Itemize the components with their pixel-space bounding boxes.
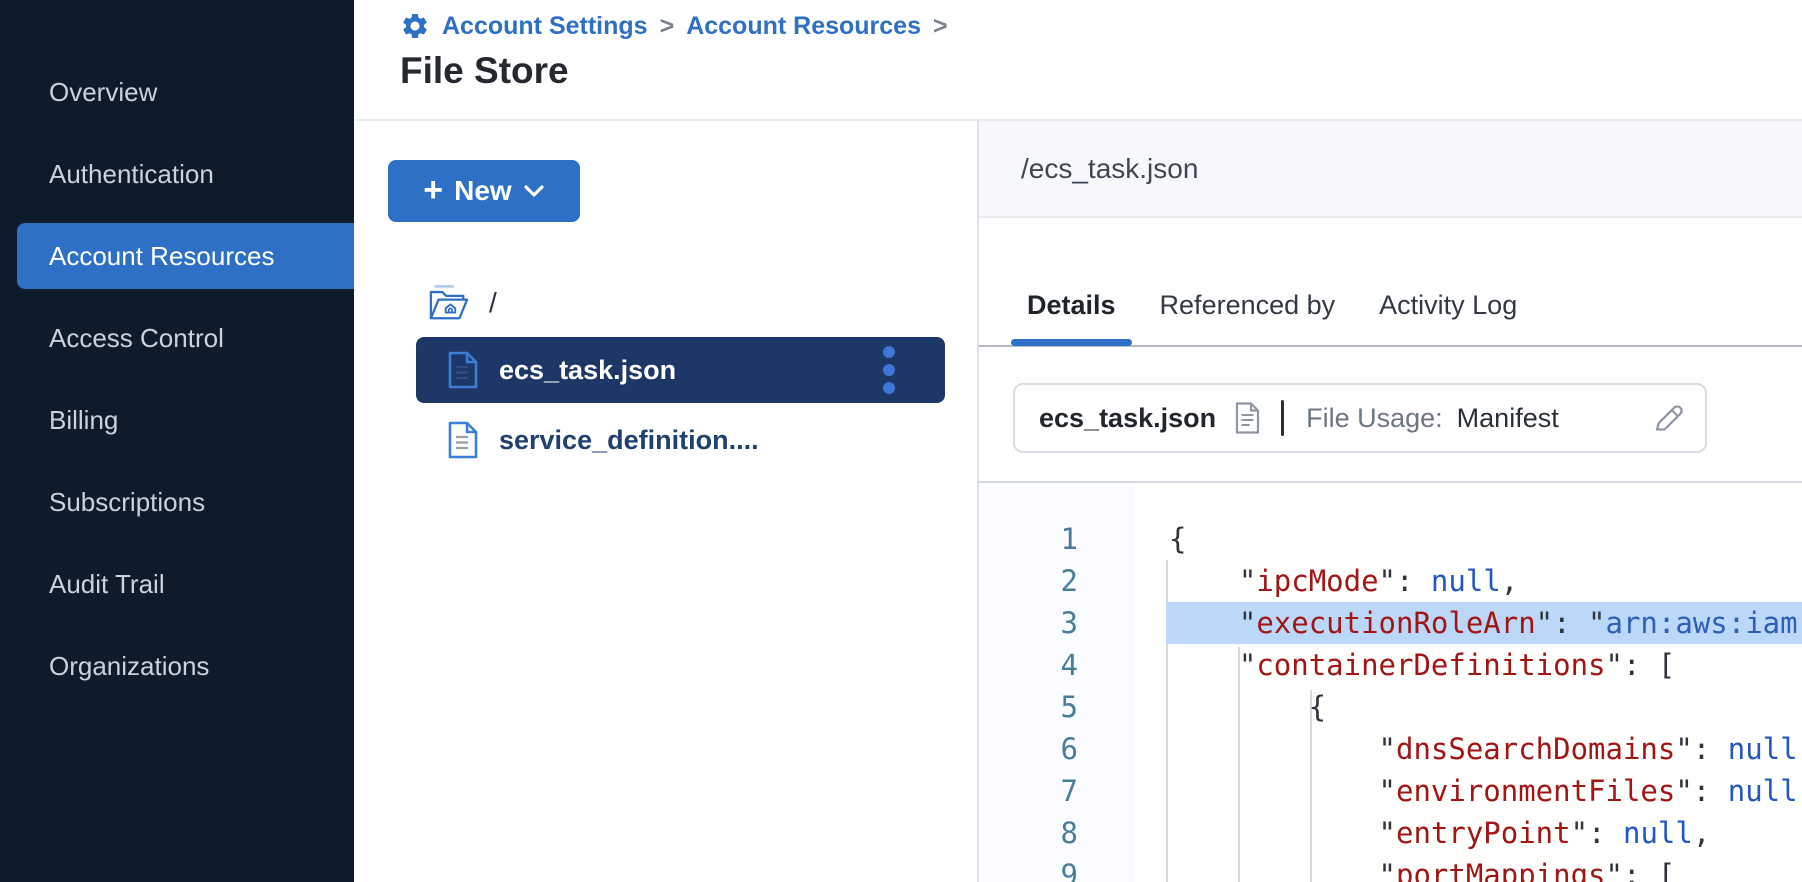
page-title: File Store <box>400 50 569 91</box>
breadcrumb: Account Settings > Account Resources > <box>400 8 948 44</box>
breadcrumb-account-resources[interactable]: Account Resources <box>686 11 921 40</box>
breadcrumb-account-settings[interactable]: Account Settings <box>442 11 648 40</box>
sidebar-item-overview[interactable]: Overview <box>49 76 158 107</box>
code-line: { <box>1169 522 1187 556</box>
line-number-gutter: 123456789 <box>979 483 1134 882</box>
document-icon <box>1234 401 1261 435</box>
tab-details[interactable]: Details <box>1011 289 1132 346</box>
sidebar-item-authentication[interactable]: Authentication <box>49 158 214 189</box>
file-info-card: ecs_task.json File Usage: Manifest <box>1013 383 1707 453</box>
edit-pencil-icon[interactable] <box>1651 401 1685 435</box>
main-area: Account Settings > Account Resources > F… <box>354 0 1802 882</box>
sidebar-item-billing[interactable]: Billing <box>49 404 119 435</box>
indent-guide <box>1238 647 1240 882</box>
sidebar-item-account-resources[interactable]: Account Resources <box>17 223 354 289</box>
code-line: "containerDefinitions": [ <box>1169 648 1676 682</box>
file-path-bar: /ecs_task.json <box>979 121 1802 218</box>
line-number: 7 <box>1060 774 1078 808</box>
file-row[interactable]: service_definition.... <box>416 407 945 473</box>
detail-tabs: Details Referenced by Activity Log <box>979 289 1802 347</box>
plus-icon: + <box>423 170 444 209</box>
file-usage-value: Manifest <box>1456 402 1559 433</box>
detail-panel: /ecs_task.json Details Referenced by Activ… <box>977 121 1802 882</box>
line-number: 4 <box>1060 648 1078 682</box>
code-line: { <box>1169 690 1327 724</box>
root-folder-row[interactable]: / <box>427 283 497 323</box>
sidebar-item-organizations[interactable]: Organizations <box>49 650 210 681</box>
file-name: ecs_task.json <box>1039 402 1217 433</box>
line-number: 5 <box>1060 690 1078 724</box>
line-number: 8 <box>1060 816 1078 850</box>
line-number: 1 <box>1060 522 1078 556</box>
file-usage-label: File Usage: <box>1306 402 1443 433</box>
gear-icon[interactable] <box>400 11 430 41</box>
file-list: ecs_task.json service_definition.... <box>416 337 945 477</box>
file-path: /ecs_task.json <box>1021 152 1199 184</box>
row-menu-dots-icon[interactable] <box>879 342 899 398</box>
code-line: "environmentFiles": null, <box>1169 774 1802 808</box>
code-line: "entryPoint": null, <box>1169 816 1711 850</box>
code-line: "portMappings": [ <box>1169 858 1676 882</box>
file-row-label: ecs_task.json <box>499 354 677 385</box>
file-row[interactable]: ecs_task.json <box>416 337 945 403</box>
new-button[interactable]: + New <box>388 160 580 222</box>
chevron-down-icon <box>524 185 544 197</box>
line-number: 6 <box>1060 732 1078 766</box>
line-number: 9 <box>1060 858 1078 882</box>
sidebar-item-audit-trail[interactable]: Audit Trail <box>49 568 165 599</box>
code-line: "ipcMode": null, <box>1169 564 1519 598</box>
code-line: "dnsSearchDomains": null, <box>1169 732 1802 766</box>
tab-referenced-by[interactable]: Referenced by <box>1159 290 1336 320</box>
home-folder-icon <box>429 285 469 320</box>
file-row-label: service_definition.... <box>499 424 759 455</box>
root-path-label: / <box>489 287 497 318</box>
sidebar-item-subscriptions[interactable]: Subscriptions <box>49 486 206 517</box>
breadcrumb-separator: > <box>932 11 948 40</box>
code-viewer: 123456789 { "ipcMode": null, "executionR… <box>979 481 1802 882</box>
divider <box>1281 400 1285 436</box>
tab-activity-log[interactable]: Activity Log <box>1379 290 1518 320</box>
line-number: 2 <box>1060 564 1078 598</box>
file-icon <box>448 421 478 459</box>
page-header: Account Settings > Account Resources > F… <box>354 0 1802 121</box>
file-icon <box>448 351 478 389</box>
new-button-label: New <box>454 175 512 206</box>
indent-guide <box>1310 690 1312 882</box>
sidebar-item-access-control[interactable]: Access Control <box>49 322 224 353</box>
code-line: "executionRoleArn": "arn:aws:iam:: <box>979 602 1802 644</box>
breadcrumb-separator: > <box>659 11 675 40</box>
code-content: { "ipcMode": null, "executionRoleArn": "… <box>979 518 1802 882</box>
file-panel: + New / ecs_task.json <box>354 121 977 882</box>
indent-guide <box>1166 560 1168 882</box>
